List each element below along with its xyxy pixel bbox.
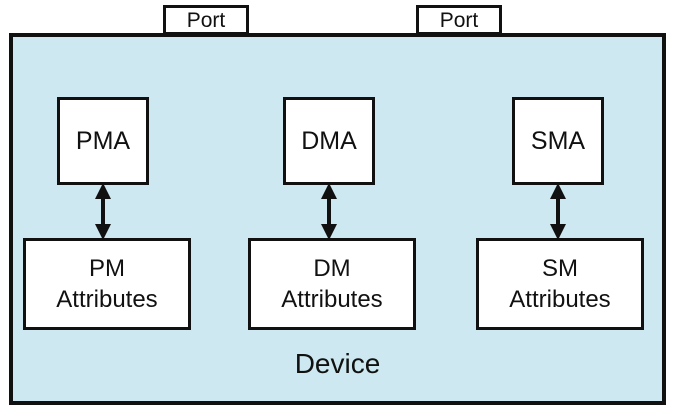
sm-attributes-box: SM Attributes: [476, 238, 644, 330]
pm-attributes-line1: PM: [89, 255, 125, 282]
port-left: Port: [163, 5, 249, 35]
dm-attributes-line1: DM: [313, 255, 351, 282]
dma-label: DMA: [301, 126, 357, 155]
port-right: Port: [416, 5, 502, 35]
sm-attributes-line1: SM: [542, 255, 578, 282]
sma-label: SMA: [530, 126, 586, 155]
dma-box: DMA: [283, 97, 375, 185]
device-label: Device: [294, 348, 381, 379]
pm-attributes-box: PM Attributes: [23, 238, 191, 330]
sm-attributes-line2: Attributes: [509, 286, 611, 313]
pm-attributes-line2: Attributes: [56, 286, 158, 313]
dm-attributes-line2: Attributes: [281, 286, 383, 313]
dm-attributes-box: DM Attributes: [248, 238, 416, 330]
pma-label: PMA: [75, 126, 131, 155]
sma-box: SMA: [512, 97, 604, 185]
